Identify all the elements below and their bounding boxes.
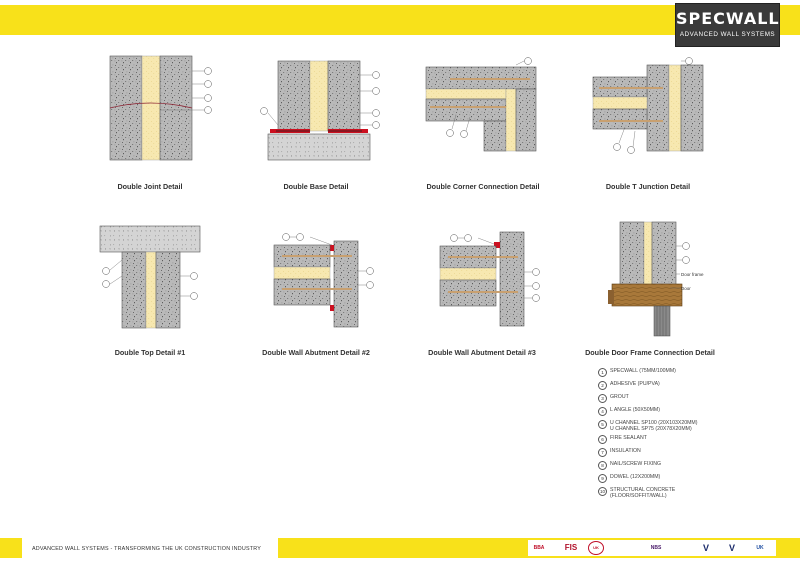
drawing-double-top (99, 225, 201, 329)
legend-text: DOWEL (12X200MM) (610, 474, 661, 480)
legend-number: 1 (598, 368, 607, 377)
legend-number: 5 (598, 420, 607, 429)
caption-wall-abutment-2: Double Wall Abutment Detail #2 (262, 348, 370, 357)
legend-text: U CHANNEL SP100 (20X103X20MM) U CHANNEL … (610, 420, 698, 432)
caption-double-joint: Double Joint Detail (117, 182, 183, 191)
drawing-double-corner (425, 57, 537, 152)
legend-text: GROUT (610, 394, 629, 400)
verified-badge-icon: V (702, 543, 709, 553)
legend-number: 10 (598, 487, 607, 496)
legend-number: 6 (598, 435, 607, 444)
label-door-frame: Door frame (681, 272, 704, 277)
legend-number: 7 (598, 448, 607, 457)
legend-text: ADHESIVE (PU/PVA) (610, 381, 660, 387)
uk-badge-icon: UK (756, 545, 764, 551)
footer-text-box (22, 538, 278, 558)
drawing-wall-abutment-2 (273, 233, 374, 328)
drawing-wall-abutment-3 (439, 231, 540, 327)
drawing-door-frame: Door frame Door (608, 221, 704, 337)
caption-double-t-junction: Double T Junction Detail (605, 182, 691, 191)
legend-text: FIRE SEALANT (610, 435, 647, 441)
legend-text: INSULATION (610, 448, 641, 454)
specwall-logo[interactable]: SPECWALL ADVANCED WALL SYSTEMS (675, 3, 780, 47)
verified-badge-icon: V (728, 543, 735, 553)
caption-double-corner: Double Corner Connection Detail (426, 182, 540, 191)
caption-door-frame: Double Door Frame Connection Detail (585, 348, 715, 357)
header-band (0, 5, 800, 35)
legend-text: SPECWALL (75MM/100MM) (610, 368, 676, 374)
nbs-badge-icon: NBS (650, 545, 662, 551)
brand-tagline: ADVANCED WALL SYSTEMS (679, 31, 776, 38)
legend-number: 2 (598, 381, 607, 390)
fis-badge-icon: FIS (564, 543, 578, 552)
legend-text: L ANGLE (50X50MM) (610, 407, 660, 413)
caption-double-base: Double Base Detail (283, 182, 349, 191)
legend-number: 4 (598, 407, 607, 416)
footer-text: ADVANCED WALL SYSTEMS - TRANSFORMING THE… (32, 546, 262, 552)
label-door: Door (681, 286, 691, 291)
legend-number: 9 (598, 474, 607, 483)
brand-name: SPECWALL (676, 9, 780, 28)
drawing-double-base (260, 60, 380, 161)
drawing-double-t-junction (592, 57, 704, 154)
drawing-double-joint (109, 55, 212, 161)
caption-double-top: Double Top Detail #1 (114, 348, 186, 357)
ukca-badge-icon: UK (588, 541, 604, 555)
accreditation-badges: BBA FIS UK NBS V V UK (528, 540, 776, 556)
legend-text: NAIL/SCREW FIXING (610, 461, 662, 467)
caption-wall-abutment-3: Double Wall Abutment Detail #3 (428, 348, 536, 357)
bba-badge-icon: BBA (533, 545, 545, 551)
legend-number: 3 (598, 394, 607, 403)
legend-text: STRUCTURAL CONCRETE (FLOOR/SOFFIT/WALL) (610, 487, 676, 499)
legend-number: 8 (598, 461, 607, 470)
